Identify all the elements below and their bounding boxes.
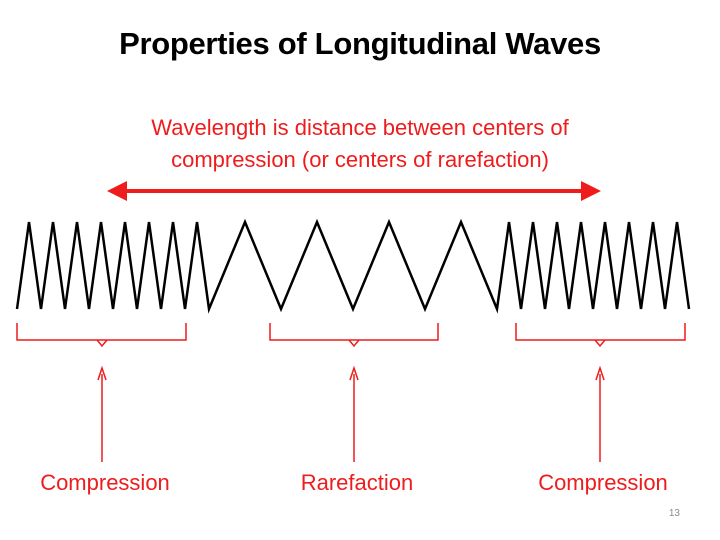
compression-right-bracket [515,323,686,348]
compression-right-label: Compression [538,470,668,495]
wavelength-arrow [107,181,601,201]
compression-left-label: Compression [40,470,170,495]
page-number: 13 [668,508,680,519]
rarefaction-arrow [349,365,359,462]
wave-zigzag [15,218,691,314]
compression-left-arrow [97,365,107,462]
compression-right-arrow [595,365,605,462]
rarefaction-label: Rarefaction [300,470,414,495]
wavelength-caption-line-2: compression (or centers of rarefaction) [171,147,549,172]
rarefaction-bracket [269,323,439,348]
compression-left-bracket [16,323,187,348]
slide-title: Properties of Longitudinal Waves [119,26,601,61]
wavelength-caption-line-1: Wavelength is distance between centers o… [151,115,569,140]
